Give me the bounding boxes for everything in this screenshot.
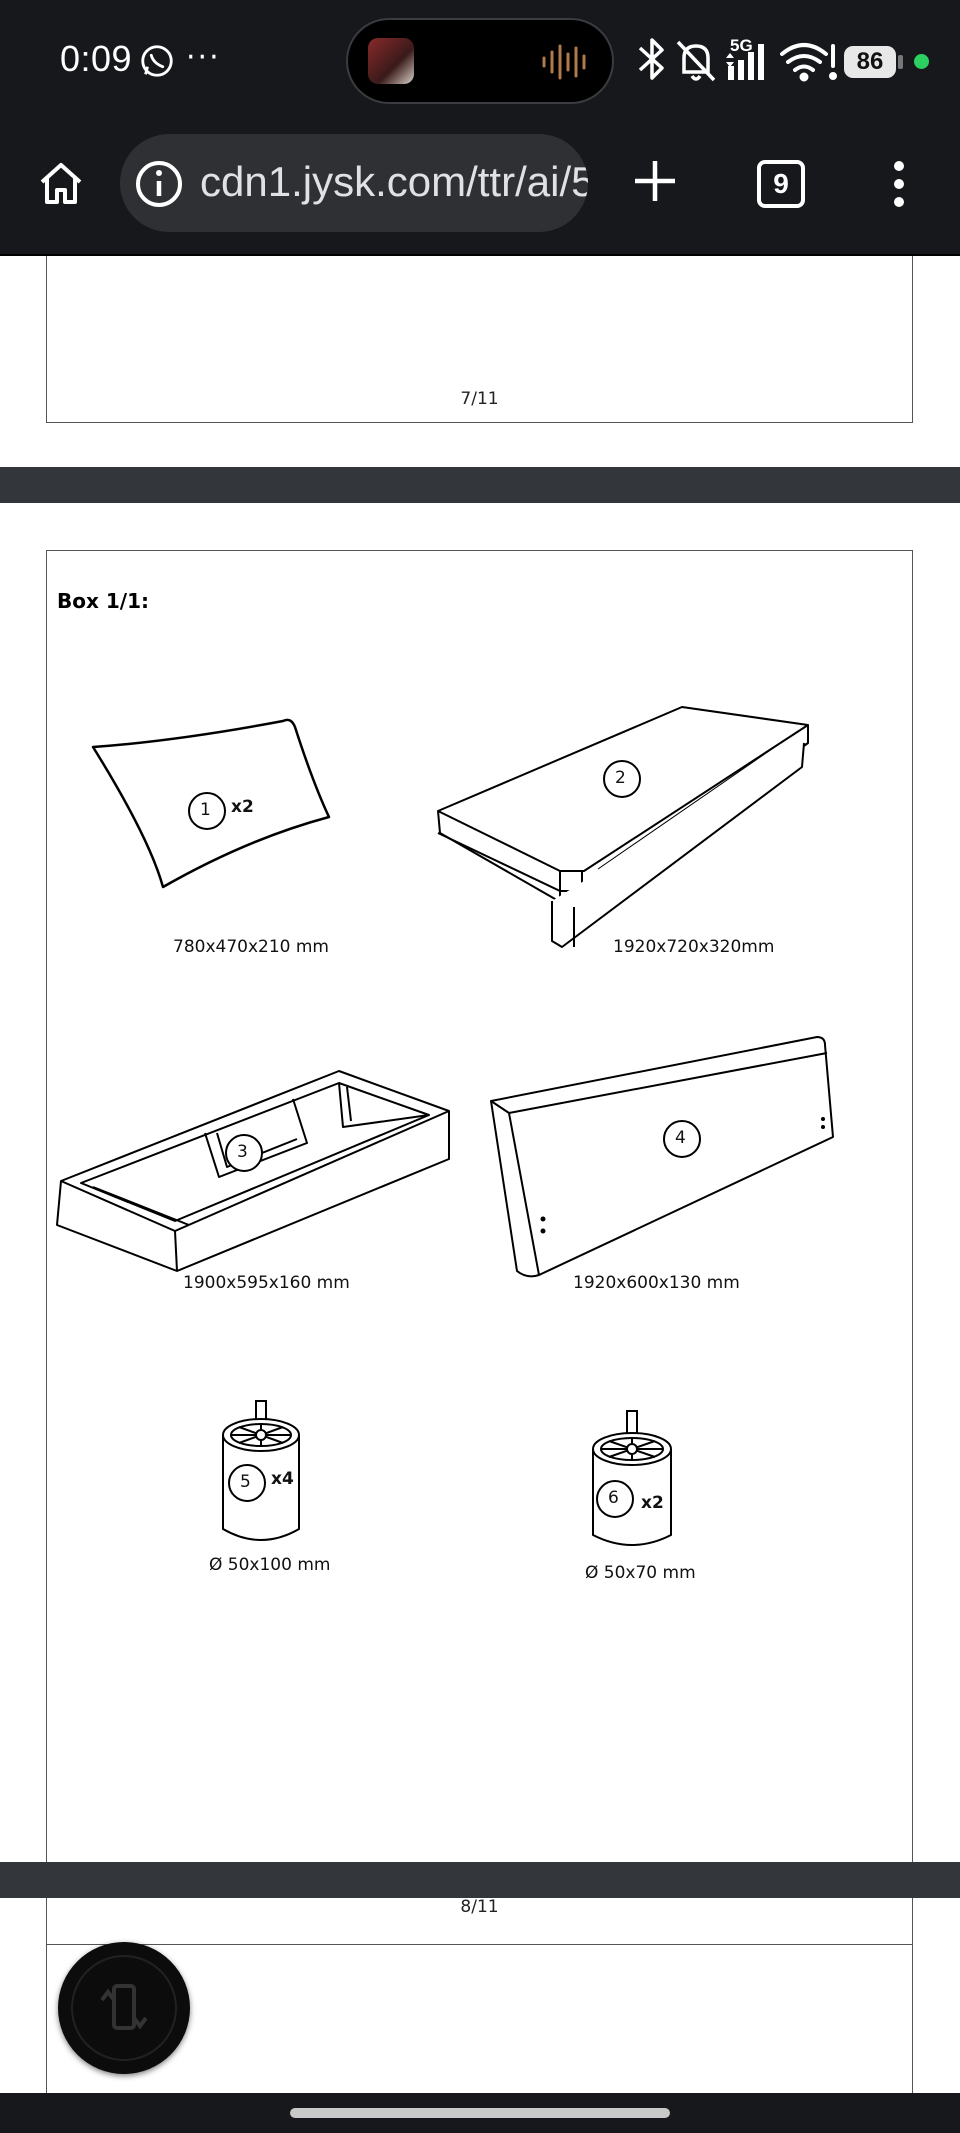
part-6-label-circle <box>596 1480 634 1518</box>
part-5-number: 5 <box>240 1472 251 1492</box>
part-1-number: 1 <box>200 800 211 820</box>
part-1-dimensions: 780x470x210 mm <box>173 937 329 957</box>
part-6-leg-drawing <box>592 1410 672 1546</box>
whatsapp-icon <box>141 45 173 77</box>
home-gesture-handle[interactable] <box>290 2108 670 2118</box>
battery-tip <box>898 55 903 69</box>
part-3-dimensions: 1900x595x160 mm <box>183 1273 350 1293</box>
page-number: 8/11 <box>460 1897 499 1917</box>
part-4-backrest-drawing <box>490 1036 834 1278</box>
rotate-icon <box>71 1955 177 2061</box>
part-2-number: 2 <box>615 768 626 788</box>
part-6-number: 6 <box>608 1488 619 1508</box>
part-5-dimensions: Ø 50x100 mm <box>209 1555 331 1575</box>
tab-switcher-button[interactable]: 9 <box>757 160 805 208</box>
url-text[interactable]: cdn1.jysk.com/ttr/ai/5 <box>200 158 588 205</box>
wifi-icon <box>780 43 837 82</box>
mute-icon <box>676 40 716 82</box>
pdf-viewer[interactable]: 7/11 Box 1/1: 1 x2 780x470x210 mm <box>0 256 960 2093</box>
part-6-dimensions: Ø 50x70 mm <box>585 1563 696 1583</box>
pdf-page-7: 7/11 <box>46 256 913 423</box>
page-separator <box>0 1862 960 1898</box>
part-3-label-circle <box>225 1134 263 1172</box>
privacy-indicator <box>914 54 929 69</box>
part-1-label-circle <box>188 792 226 830</box>
part-1-cushion-drawing <box>91 718 331 889</box>
pdf-page-8: Box 1/1: 1 x2 780x470x210 mm <box>46 550 913 1946</box>
part-6-quantity: x2 <box>641 1493 664 1513</box>
rotate-screen-button[interactable] <box>58 1942 190 2074</box>
media-thumbnail <box>368 38 414 84</box>
signal-icon <box>726 44 764 80</box>
clock: 0:09 <box>60 38 133 79</box>
part-5-quantity: x4 <box>271 1469 294 1489</box>
part-4-number: 4 <box>675 1128 686 1148</box>
box-title: Box 1/1: <box>57 589 149 613</box>
audio-wave-icon <box>542 44 586 80</box>
pdf-page-9 <box>46 1944 913 2093</box>
bluetooth-icon <box>638 38 664 80</box>
part-1-quantity: x2 <box>231 797 254 817</box>
status-bar: 0:09 ··· <box>0 0 960 120</box>
dynamic-island[interactable] <box>346 18 614 104</box>
address-bar[interactable]: cdn1.jysk.com/ttr/ai/5 <box>120 134 588 232</box>
overflow-menu-icon[interactable] <box>884 160 914 208</box>
site-info-icon[interactable] <box>134 159 184 209</box>
part-2-seat-drawing <box>437 706 809 948</box>
home-icon[interactable] <box>36 158 86 208</box>
new-tab-plus-icon[interactable] <box>632 158 678 204</box>
battery-indicator: 86 <box>844 46 896 78</box>
part-4-label-circle <box>663 1120 701 1158</box>
system-status-icons <box>638 38 837 82</box>
part-3-number: 3 <box>237 1142 248 1162</box>
part-2-dimensions: 1920x720x320mm <box>613 937 775 957</box>
part-4-dimensions: 1920x600x130 mm <box>573 1273 740 1293</box>
more-notifications-icon: ··· <box>186 40 221 75</box>
part-5-label-circle <box>228 1464 266 1502</box>
page-number: 7/11 <box>460 389 499 409</box>
part-2-label-circle <box>603 760 641 798</box>
page-separator <box>0 467 960 503</box>
network-type: 5G <box>730 36 753 55</box>
part-3-frame-drawing <box>56 1070 450 1272</box>
